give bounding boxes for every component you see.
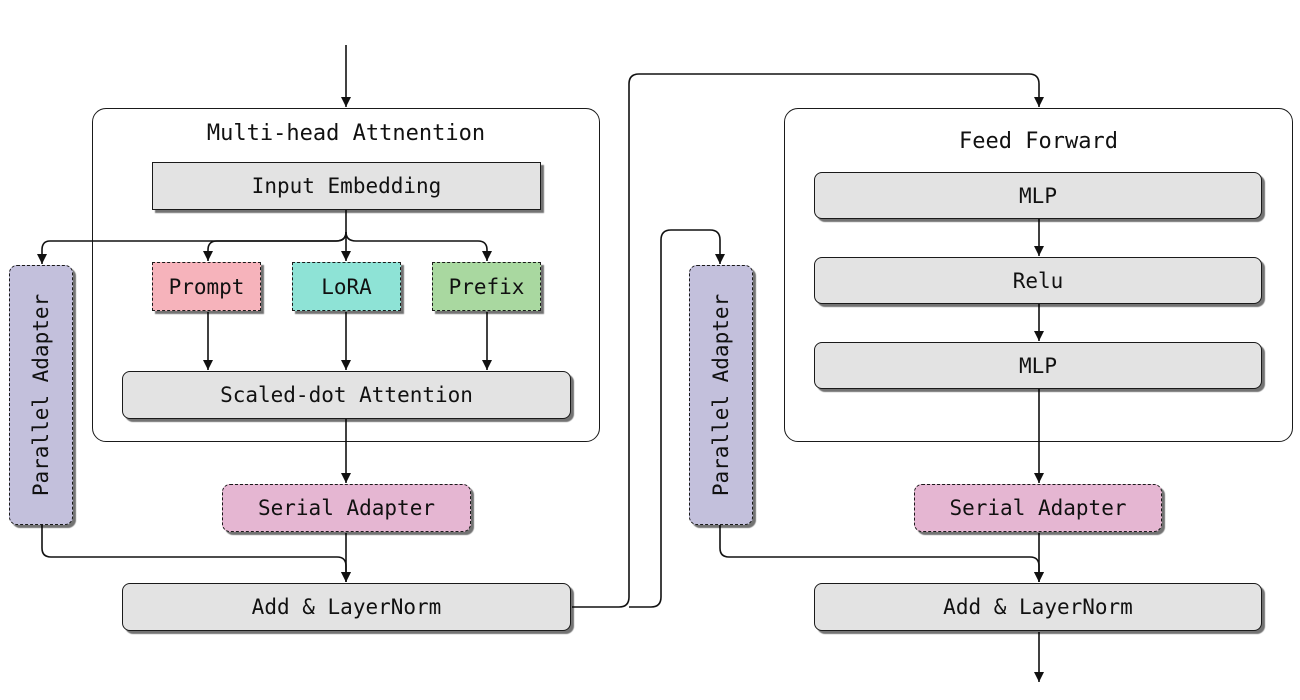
scaled-dot-attention-box: Scaled-dot Attention [122,371,571,419]
prefix-box: Prefix [432,262,541,311]
serial-adapter-right: Serial Adapter [914,484,1162,532]
scaled-dot-attention-label: Scaled-dot Attention [220,383,473,407]
mlp-bottom-label: MLP [1019,353,1057,378]
mlp-top-label: MLP [1019,183,1057,208]
add-layernorm-right-label: Add & LayerNorm [943,595,1133,619]
serial-adapter-left-label: Serial Adapter [257,496,435,520]
arrow-parallel-to-addnorm-right [719,525,1044,582]
relu-label: Relu [1012,268,1064,293]
mlp-top-box: MLP [814,172,1262,219]
serial-adapter-left: Serial Adapter [222,484,471,532]
prompt-label: Prompt [168,274,245,299]
lora-box: LoRA [292,262,401,311]
parallel-adapter-right: Parallel Adapter [689,265,753,525]
arrow-to-parallel-adapter-left [37,231,347,264]
input-embedding-box: Input Embedding [152,162,541,210]
multi-head-attention-title: Multi-head Attnention [206,121,486,146]
arrow-parallel-to-addnorm-left [41,525,351,582]
mlp-bottom-box: MLP [814,342,1262,389]
arrow-to-prompt [203,231,347,261]
add-layernorm-left: Add & LayerNorm [122,583,571,631]
relu-box: Relu [814,257,1262,304]
arrow-cross-to-feed-forward [572,73,1044,608]
add-layernorm-right: Add & LayerNorm [814,583,1262,631]
prefix-label: Prefix [448,274,525,299]
parallel-adapter-right-label: Parallel Adapter [709,293,733,497]
input-embedding-label: Input Embedding [251,174,442,198]
lora-label: LoRA [321,274,372,299]
add-layernorm-left-label: Add & LayerNorm [251,595,442,619]
arrow-cross-to-parallel-adapter-right [629,229,725,608]
arrow-to-prefix [345,231,492,261]
parallel-adapter-left-label: Parallel Adapter [29,293,53,497]
feed-forward-title: Feed Forward [959,129,1118,154]
serial-adapter-right-label: Serial Adapter [949,496,1127,520]
prompt-box: Prompt [152,262,261,311]
parallel-adapter-left: Parallel Adapter [9,265,73,525]
